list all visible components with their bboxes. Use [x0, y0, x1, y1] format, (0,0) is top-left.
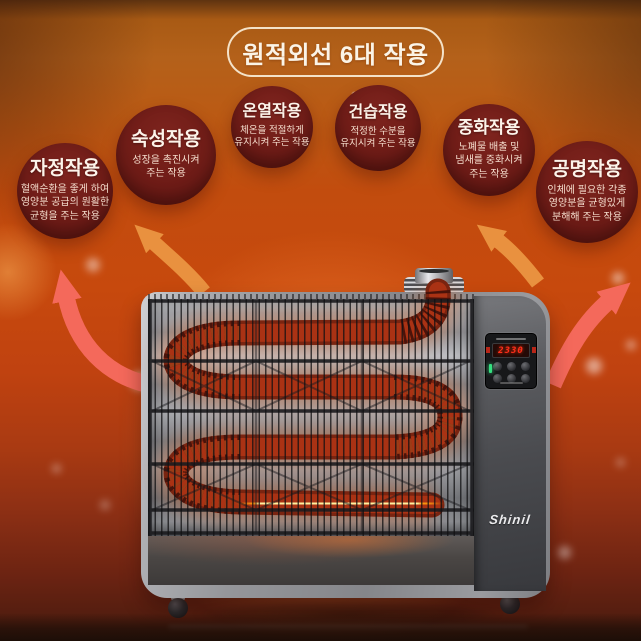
heater-product: 2330 Shinil [141, 268, 550, 620]
effect-badge-ripening: 숙성작용 성장을 촉진시켜 주는 작용 [116, 105, 216, 205]
arrow-right-inner-icon [476, 224, 544, 288]
front-lower-panel [148, 536, 474, 585]
effect-badge-resonance: 공명작용 인체에 필요한 각종 영양분을 균형있게 분해해 주는 작용 [536, 141, 638, 243]
effect-name: 숙성작용 [131, 128, 201, 150]
effect-description: 성장을 촉진시켜 주는 작용 [132, 154, 200, 179]
effect-badge-warming: 온열작용 체온을 적절하게 유지시켜 주는 작용 [231, 86, 313, 168]
chimney-cap [415, 268, 453, 283]
effect-description: 체온을 적절하게 유지시켜 주는 작용 [234, 124, 310, 149]
control-knob [520, 374, 530, 383]
control-knob [506, 362, 516, 371]
power-indicator [489, 364, 492, 373]
effect-description: 노폐물 배출 및 냄새를 중화시켜 주는 작용 [455, 142, 523, 180]
effect-name: 중화작용 [457, 118, 521, 138]
arrow-left-inner-icon [134, 224, 210, 297]
temperature-display: 2330 [486, 343, 536, 358]
effect-name: 온열작용 [242, 103, 302, 121]
effect-badge-neutralizing: 중화작용 노폐물 배출 및 냄새를 중화시켜 주는 작용 [443, 104, 535, 196]
effect-badge-humidity: 건습작용 적정한 수분을 유지시켜 주는 작용 [335, 85, 421, 171]
title-text: 원적외선 6대 작용 [242, 41, 429, 69]
side-control-panel-area: 2330 Shinil [474, 296, 546, 591]
panel-caption-line [499, 382, 523, 384]
effect-name: 공명작용 [552, 159, 622, 181]
control-knob [492, 362, 502, 371]
front-grille [148, 278, 474, 536]
control-knobs [492, 362, 530, 383]
arrow-left-outer-icon [52, 269, 153, 394]
heater-body: 2330 Shinil [141, 278, 550, 598]
control-panel: 2330 [485, 333, 537, 389]
effect-badge-self-cleaning: 자정작용 혈액순환을 좋게 하여 영양분 공급의 원활한 균형을 주는 작용 [17, 143, 113, 239]
panel-label-line [496, 338, 526, 340]
effect-description: 인체에 필요한 각종 영양분을 균형있게 분해해 주는 작용 [547, 185, 627, 223]
effect-name: 건습작용 [348, 104, 408, 122]
title-badge: 원적외선 6대 작용 [227, 27, 444, 77]
arrow-right-outer-icon [545, 282, 631, 389]
brand-logo: Shinil [488, 512, 532, 527]
control-knob [520, 362, 530, 371]
effect-description: 적정한 수분을 유지시켜 주는 작용 [340, 125, 416, 150]
grille-wires [148, 299, 474, 536]
top-grille-ticks [148, 294, 478, 299]
effect-description: 혈액순환을 좋게 하여 영양분 공급의 원활한 균형을 주는 작용 [20, 184, 110, 222]
effect-name: 자정작용 [30, 158, 100, 180]
control-knob [492, 374, 502, 383]
floor-shadow-strip [0, 613, 641, 641]
control-knob [506, 374, 516, 383]
display-value: 2330 [498, 345, 524, 356]
